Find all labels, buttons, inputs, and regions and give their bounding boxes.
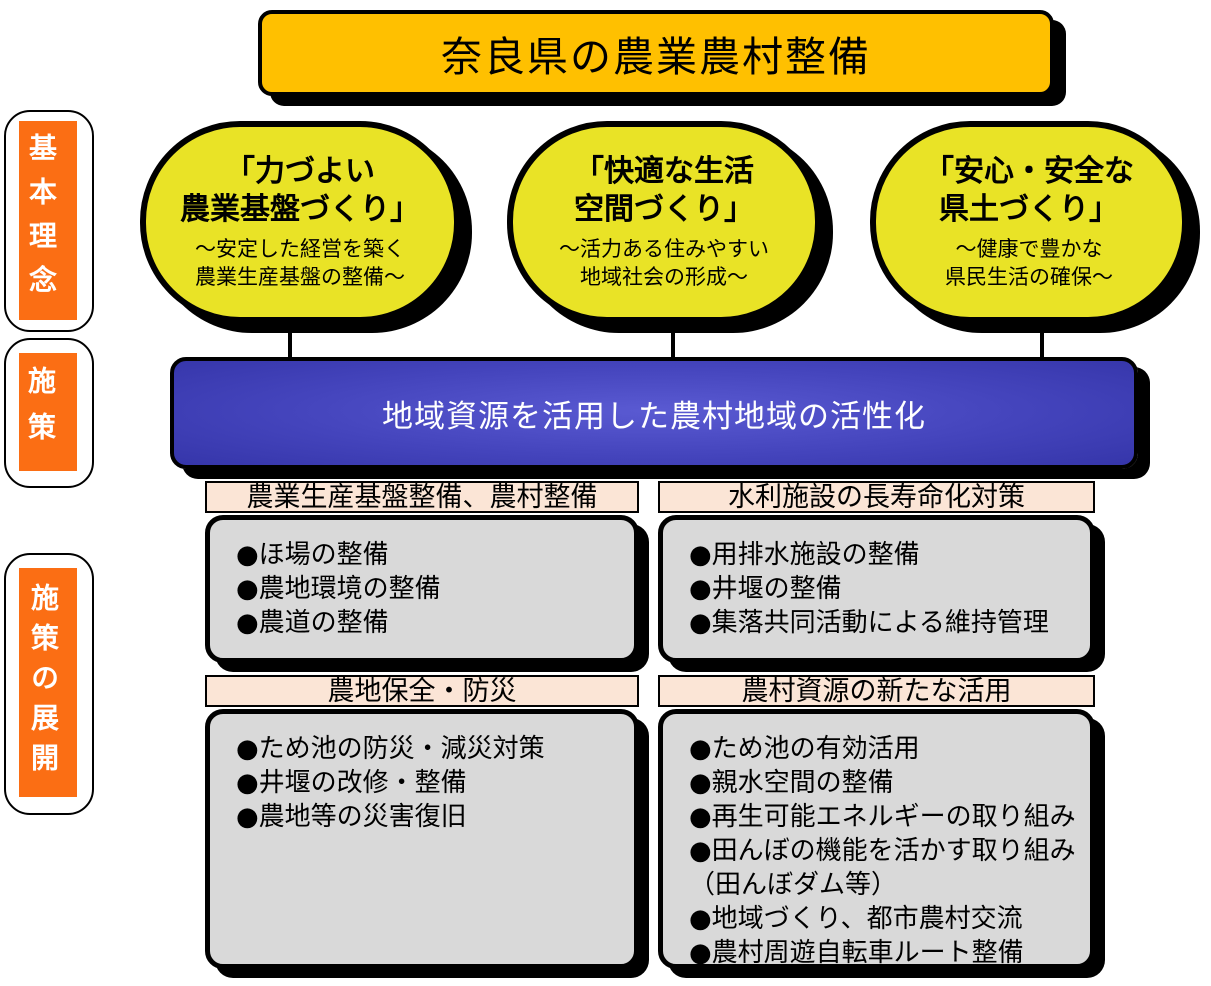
bubble-title: 「快適な生活 空間づくり」 xyxy=(574,153,754,228)
sidebar-label: 施策 xyxy=(24,366,57,458)
section-box-production-base: ●ほ場の整備 ●農地環境の整備 ●農道の整備 xyxy=(205,515,639,663)
sidebar-item-measures: 施策 xyxy=(4,338,94,488)
sidebar-item-measure-development: 施策の展開 xyxy=(4,553,94,815)
sidebar-item-basic-principles-fill: 基本理念 xyxy=(19,121,77,320)
bubble-subtitle-line2: 県民生活の確保～ xyxy=(945,264,1113,289)
section-header-production-base: 農業生産基盤整備、農村整備 xyxy=(205,481,639,513)
principle-bubble-agriculture-base: 「力づよい 農業基盤づくり」 ～安定した経営を築く 農業生産基盤の整備～ xyxy=(140,121,460,323)
list-item: ●農地環境の整備 xyxy=(236,574,441,604)
list-item: ●ほ場の整備 xyxy=(236,540,389,570)
bubble-subtitle: ～活力ある住みやすい 地域社会の形成～ xyxy=(559,236,769,291)
sidebar-item-basic-principles: 基本理念 xyxy=(4,110,94,332)
sidebar-label: 基本理念 xyxy=(25,132,58,309)
bubble-title: 「安心・安全な 県土づくり」 xyxy=(924,153,1134,228)
policy-banner: 地域資源を活用した農村地域の活性化 xyxy=(170,357,1138,469)
section-box-rural-resources: ●ため池の有効活用 ●親水空間の整備 ●再生可能エネルギーの取り組み ●田んぼの… xyxy=(658,709,1095,969)
sidebar-item-measure-development-fill: 施策の展開 xyxy=(19,568,77,797)
section-box-farmland-disaster: ●ため池の防災・減災対策 ●井堰の改修・整備 ●農地等の災害復旧 xyxy=(205,709,639,969)
section-header-rural-resources: 農村資源の新たな活用 xyxy=(658,675,1095,707)
bubble-title: 「力づよい 農業基盤づくり」 xyxy=(180,153,420,228)
list-item: ●再生可能エネルギーの取り組み xyxy=(689,802,1076,832)
bubble-subtitle-line1: ～健康で豊かな xyxy=(955,237,1103,262)
connector-line xyxy=(1040,323,1044,359)
list-item: ●親水空間の整備 xyxy=(689,768,894,798)
bubble-title-line2: 農業基盤づくり」 xyxy=(180,191,420,227)
bubble-subtitle-line2: 農業生産基盤の整備～ xyxy=(195,264,405,289)
list-item: ●ため池の防災・減災対策 xyxy=(236,734,545,764)
sidebar-item-measures-fill: 施策 xyxy=(19,353,77,471)
list-item: ●井堰の整備 xyxy=(689,574,842,604)
connector-line xyxy=(288,323,292,359)
list-item: ●集落共同活動による維持管理 xyxy=(689,608,1049,638)
page-title: 奈良県の農業農村整備 xyxy=(258,10,1054,96)
bubble-title-line2: 空間づくり」 xyxy=(574,191,754,227)
bubble-title-line1: 「快適な生活 xyxy=(574,154,754,190)
section-header-irrigation-longlife: 水利施設の長寿命化対策 xyxy=(658,481,1095,513)
bubble-title-line1: 「安心・安全な xyxy=(924,154,1134,190)
bubble-title-line1: 「力づよい xyxy=(225,154,375,190)
bubble-subtitle-line2: 地域社会の形成～ xyxy=(580,264,748,289)
sidebar-label: 施策の展開 xyxy=(27,582,60,783)
principle-bubble-living-space: 「快適な生活 空間づくり」 ～活力ある住みやすい 地域社会の形成～ xyxy=(507,121,821,323)
bubble-subtitle: ～健康で豊かな 県民生活の確保～ xyxy=(945,236,1113,291)
bubble-title-line2: 県土づくり」 xyxy=(939,191,1119,227)
list-item: ●農村周遊自転車ルート整備 xyxy=(689,938,1024,968)
list-item: ●農地等の災害復旧 xyxy=(236,802,467,832)
list-item: ●用排水施設の整備 xyxy=(689,540,920,570)
list-item-continuation: （田んぼダム等） xyxy=(689,870,898,900)
bubble-subtitle-line1: ～安定した経営を築く xyxy=(195,237,405,262)
principle-bubble-safe-land: 「安心・安全な 県土づくり」 ～健康で豊かな 県民生活の確保～ xyxy=(870,121,1188,323)
list-item: ●農道の整備 xyxy=(236,608,389,638)
list-item: ●地域づくり、都市農村交流 xyxy=(689,904,1023,934)
list-item: ●ため池の有効活用 xyxy=(689,734,920,764)
bubble-subtitle: ～安定した経営を築く 農業生産基盤の整備～ xyxy=(195,236,405,291)
section-header-farmland-disaster: 農地保全・防災 xyxy=(205,675,639,707)
bubble-subtitle-line1: ～活力ある住みやすい xyxy=(559,237,769,262)
list-item: ●井堰の改修・整備 xyxy=(236,768,467,798)
connector-line xyxy=(671,323,675,359)
section-box-irrigation-longlife: ●用排水施設の整備 ●井堰の整備 ●集落共同活動による維持管理 xyxy=(658,515,1095,663)
list-item: ●田んぼの機能を活かす取り組み xyxy=(689,836,1076,866)
